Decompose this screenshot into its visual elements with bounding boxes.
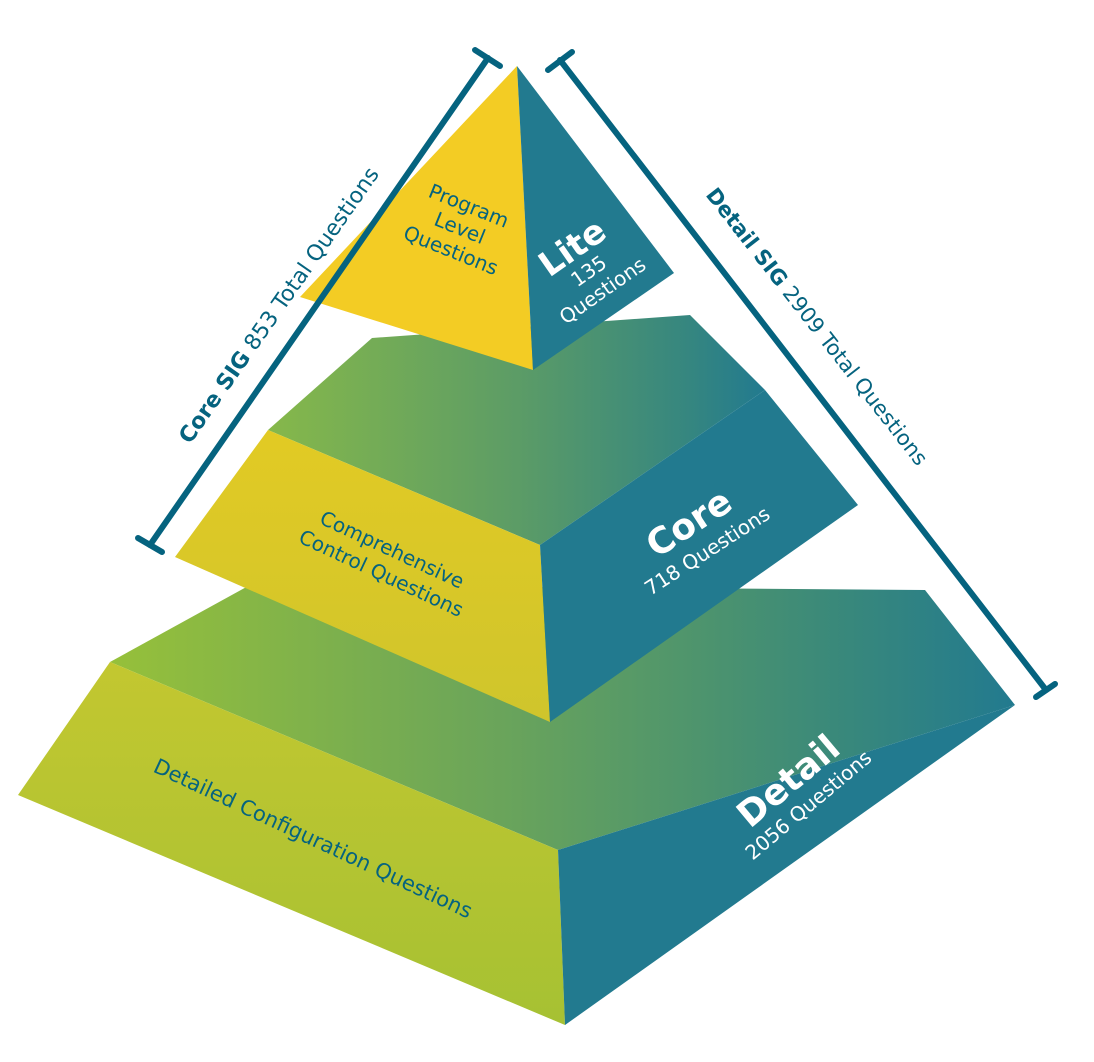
tier-lite-left-face	[300, 66, 533, 370]
detail-sig-label-bold: Detail SIG	[701, 183, 792, 291]
tier-core	[175, 315, 858, 722]
tier-detail-top-face	[110, 585, 1015, 850]
detail-sig-bracket	[545, 49, 1058, 700]
tier-detail	[18, 585, 1015, 1025]
core-sig-bracket	[135, 47, 503, 555]
detail-sig-bracket-cap-bottom	[1033, 681, 1058, 700]
detail-sig-bracket-line	[557, 57, 1049, 693]
tier-lite	[300, 66, 674, 370]
tier-core-top-face	[268, 315, 765, 545]
core-sig-bracket-cap-top	[472, 47, 503, 69]
tier-detail-left-face	[18, 662, 565, 1025]
core-sig-bracket-line	[147, 55, 491, 548]
detail-sig-bracket-cap-top	[545, 49, 575, 73]
tier-core-left-face	[175, 430, 550, 722]
tier-core-right-face	[540, 390, 858, 722]
tier-lite-right-face	[517, 66, 674, 370]
tier-detail-right-face	[558, 705, 1015, 1025]
core-sig-label-bold: Core SIG	[174, 347, 256, 449]
core-sig-bracket-cap-bottom	[135, 535, 165, 555]
